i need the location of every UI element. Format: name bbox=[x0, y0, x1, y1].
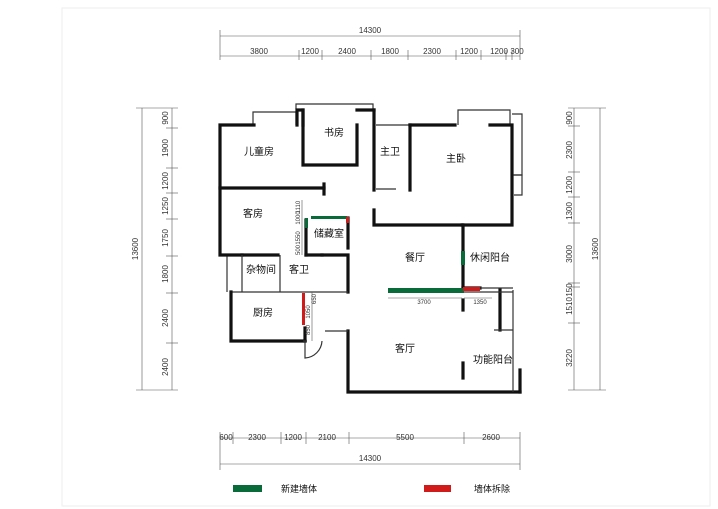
left-total-dim: 13600 bbox=[131, 237, 140, 260]
top-dim-8: 300 bbox=[510, 47, 524, 56]
left-dim-6: 1800 bbox=[161, 265, 170, 283]
right-dim-4: 1300 bbox=[565, 202, 574, 220]
inner-dim-850: 850 bbox=[306, 324, 312, 335]
inner-dim-3700: 3700 bbox=[417, 300, 431, 306]
legend: 新建墙体 墙体拆除 bbox=[233, 483, 510, 495]
room-labels: 儿童房 书房 主卫 主卧 客房 储藏室 餐厅 休闲阳台 杂物间 客卫 厨房 客厅… bbox=[243, 126, 513, 366]
right-dim-1: 900 bbox=[565, 111, 574, 125]
inner-dim-1000: 1000 bbox=[296, 211, 302, 225]
demolish-storage bbox=[346, 217, 349, 223]
new-wall-storage-top bbox=[311, 216, 347, 219]
room-dining: 餐厅 bbox=[405, 251, 425, 264]
legend-demolish-swatch bbox=[424, 485, 451, 492]
top-total-dim: 14300 bbox=[359, 26, 382, 35]
inner-dim-1050: 1050 bbox=[306, 305, 312, 319]
left-dim-2: 1900 bbox=[161, 139, 170, 157]
new-walls bbox=[305, 216, 465, 293]
top-dim-2: 1200 bbox=[301, 47, 319, 56]
inner-dim-1350: 1350 bbox=[473, 300, 487, 306]
bottom-dim-3: 1200 bbox=[284, 433, 302, 442]
bottom-dimension-chain: 600 2300 1200 2100 5500 2600 14300 bbox=[219, 432, 521, 470]
room-guest: 客房 bbox=[243, 207, 263, 220]
left-dim-7: 2400 bbox=[161, 309, 170, 327]
right-dim-7: 1510 bbox=[565, 297, 574, 315]
right-dim-2: 2300 bbox=[565, 141, 574, 159]
top-dim-7: 1200 bbox=[490, 47, 508, 56]
room-service-balcony: 功能阳台 bbox=[473, 353, 513, 366]
right-dim-3: 1200 bbox=[565, 176, 574, 194]
room-utility: 杂物间 bbox=[246, 263, 276, 276]
inner-dimensions: 1110 1000 1550 500 1050 850 650 3700 135… bbox=[296, 200, 492, 341]
left-dim-5: 1750 bbox=[161, 229, 170, 247]
right-dim-6: 150 bbox=[565, 283, 574, 297]
bottom-dim-2: 2300 bbox=[248, 433, 266, 442]
inner-dim-650: 650 bbox=[312, 293, 318, 304]
legend-new-wall-swatch bbox=[233, 485, 262, 492]
bottom-dim-4: 2100 bbox=[318, 433, 336, 442]
inner-dim-1110: 1110 bbox=[296, 200, 302, 213]
walls bbox=[218, 103, 523, 394]
room-kitchen: 厨房 bbox=[253, 306, 273, 319]
left-dim-8: 2400 bbox=[161, 358, 170, 376]
top-dim-3: 2400 bbox=[338, 47, 356, 56]
bottom-dim-6: 2600 bbox=[482, 433, 500, 442]
right-total-dim: 13600 bbox=[591, 237, 600, 260]
bottom-dim-1: 600 bbox=[219, 433, 233, 442]
room-master-bath: 主卫 bbox=[380, 146, 400, 158]
top-dim-6: 1200 bbox=[460, 47, 478, 56]
inner-dim-500: 500 bbox=[296, 244, 302, 255]
top-dimension-chain: 14300 3800 1200 2400 1800 2300 1200 1200… bbox=[219, 26, 524, 60]
top-dim-5: 2300 bbox=[423, 47, 441, 56]
right-dim-5: 3000 bbox=[565, 245, 574, 263]
demolish-kitchen bbox=[302, 293, 305, 325]
room-master-bedroom: 主卧 bbox=[446, 152, 466, 165]
top-dim-4: 1800 bbox=[381, 47, 399, 56]
left-dimension-chain: 13600 900 1900 1200 1250 1750 1800 2400 … bbox=[131, 107, 178, 391]
inner-dim-1550: 1550 bbox=[296, 231, 302, 245]
bottom-dim-5: 5500 bbox=[396, 433, 414, 442]
left-dim-3: 1200 bbox=[161, 172, 170, 190]
room-study: 书房 bbox=[324, 126, 344, 139]
legend-new-wall-label: 新建墙体 bbox=[281, 483, 317, 495]
right-dimension-chain: 900 2300 1200 1300 3000 150 1510 3220 13… bbox=[565, 107, 606, 391]
new-wall-dining bbox=[388, 288, 464, 293]
room-guest-bath: 客卫 bbox=[289, 263, 309, 276]
room-storage: 储藏室 bbox=[314, 227, 344, 240]
right-dim-8: 3220 bbox=[565, 349, 574, 367]
bottom-total-dim: 14300 bbox=[359, 454, 382, 463]
new-wall-balcony bbox=[461, 251, 465, 265]
left-dim-1: 900 bbox=[161, 111, 170, 125]
demolished-walls bbox=[302, 217, 480, 325]
top-dim-1: 3800 bbox=[250, 47, 268, 56]
legend-demolish-label: 墙体拆除 bbox=[474, 483, 510, 495]
new-wall-storage-side bbox=[305, 218, 308, 228]
room-children: 儿童房 bbox=[244, 145, 274, 158]
demolish-balcony bbox=[463, 287, 480, 291]
room-leisure-balcony: 休闲阳台 bbox=[470, 251, 510, 264]
room-living: 客厅 bbox=[395, 342, 415, 355]
left-dim-4: 1250 bbox=[161, 197, 170, 215]
